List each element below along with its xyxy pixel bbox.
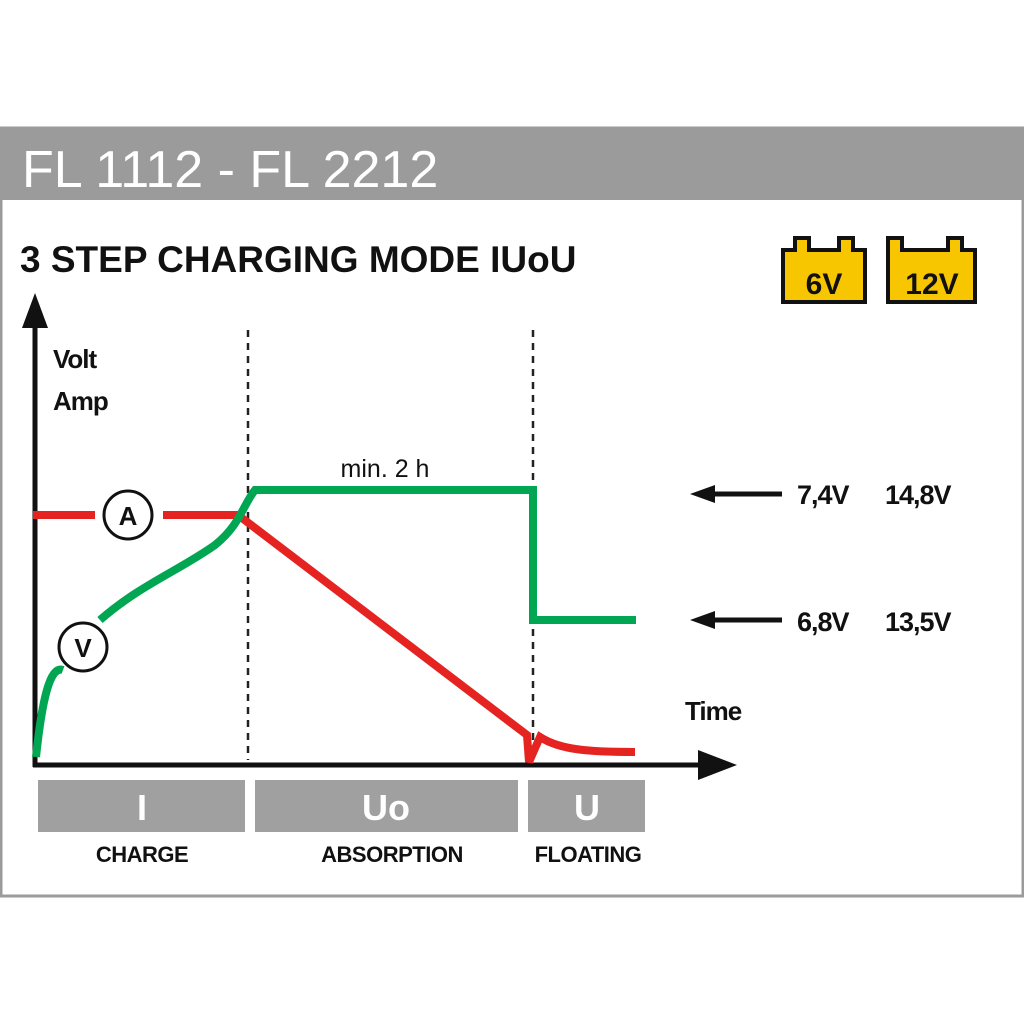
y-axis-label-amp: Amp [53,386,108,416]
phase-charge: I CHARGE [38,780,245,867]
phase-name: FLOATING [535,842,642,867]
duration-label: min. 2 h [341,455,430,483]
current-marker-label: A [119,501,138,531]
current-marker: A [102,489,154,541]
level-low-6v: 6,8V [797,607,850,637]
y-axis-arrow-icon [22,293,48,328]
voltage-marker: V [57,621,109,673]
phase-code: Uo [362,787,410,828]
battery-12v-icon: 12V [886,236,977,304]
battery-6v-icon: 6V [781,236,867,304]
header-bar [0,128,1024,200]
phase-absorption: Uo ABSORPTION [255,780,518,867]
battery-12v-label: 12V [905,268,958,301]
phase-code: U [574,787,600,828]
phase-name: CHARGE [96,842,188,867]
level-arrow-low: 6,8V 13,5V [690,607,953,637]
level-arrow-high: 7,4V 14,8V [690,480,953,510]
current-curve [33,511,636,764]
battery-6v-label: 6V [806,268,843,301]
x-axis-arrow-icon [698,750,737,780]
phase-floating: U FLOATING [528,780,645,867]
frame [0,126,1024,898]
level-low-12v: 13,5V [885,607,952,637]
level-high-6v: 7,4V [797,480,850,510]
arrow-left-icon [690,611,715,629]
arrow-left-icon [690,485,715,503]
diagram-title: 3 STEP CHARGING MODE IUoU [20,239,576,280]
voltage-marker-label: V [74,633,92,663]
voltage-curve [32,486,636,758]
x-axis-label-time: Time [685,696,742,726]
phase-name: ABSORPTION [321,842,463,867]
header-title: FL 1112 - FL 2212 [22,141,438,199]
phase-code: I [137,787,147,828]
y-axis-label-volt: Volt [53,344,98,374]
level-high-12v: 14,8V [885,480,952,510]
